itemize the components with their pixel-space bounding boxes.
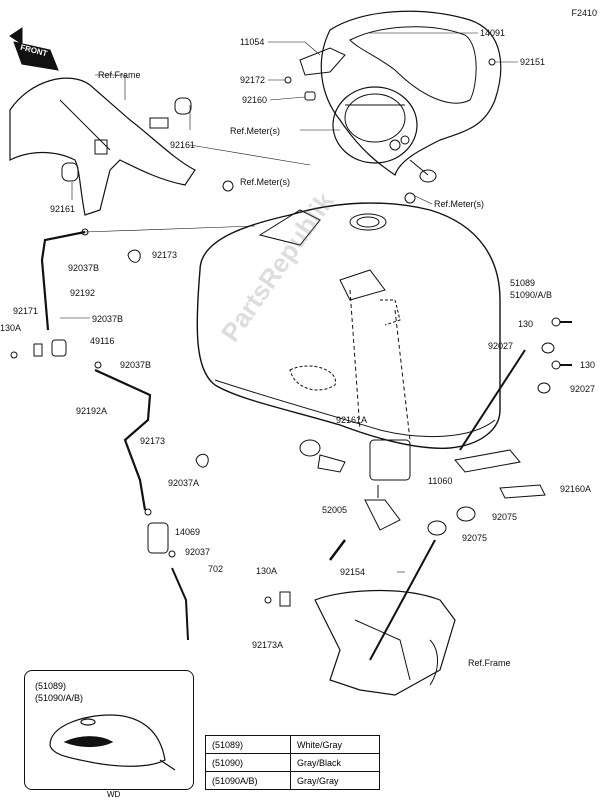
figure-code: F2410 <box>571 8 597 18</box>
part-label-130-b[interactable]: 130 <box>580 360 596 370</box>
meter-cover-shape <box>320 10 502 176</box>
part-label-130a-2[interactable]: 130A <box>256 566 278 576</box>
inset-line-1: (51089) <box>35 681 67 691</box>
fuel-tank-shape <box>196 202 501 449</box>
part-label-92154[interactable]: 92154 <box>340 567 366 577</box>
inset-tank-shape <box>49 714 166 767</box>
part-label-92037b-2[interactable]: 92037B <box>92 314 124 324</box>
drain-hose-92192A <box>94 368 152 511</box>
part-label-11054[interactable]: 11054 <box>240 37 265 47</box>
ref-meter-label-1[interactable]: Ref.Meter(s) <box>230 126 281 136</box>
part-label-92161-b[interactable]: 92161 <box>50 204 76 214</box>
ref-frame-label-2[interactable]: Ref.Frame <box>468 658 511 668</box>
ref-meter-label-2[interactable]: Ref.Meter(s) <box>240 177 291 187</box>
part-label-92037b-1[interactable]: 92037B <box>68 263 100 273</box>
color-table-row: (51090A/B) Gray/Gray <box>205 771 380 790</box>
part-label-92075-a[interactable]: 92075 <box>492 512 518 522</box>
filter-14069 <box>147 522 169 554</box>
part-label-92161-a[interactable]: 92161 <box>170 140 196 150</box>
part-label-14069[interactable]: 14069 <box>175 527 201 537</box>
part-label-92171[interactable]: 92171 <box>13 306 39 316</box>
fuel-pump-shape <box>364 499 401 531</box>
color-code-cell: (51090) <box>205 753 291 772</box>
part-label-14091[interactable]: 14091 <box>480 28 506 38</box>
ref-frame-label-1[interactable]: Ref.Frame <box>98 70 141 80</box>
color-name-cell: White/Gray <box>290 735 380 754</box>
part-label-92173a[interactable]: 92173A <box>252 640 284 650</box>
inset-panel: (51089) (51090/A/B) <box>24 670 194 790</box>
part-label-92037a[interactable]: 92037A <box>168 478 200 488</box>
part-label-92037b-3[interactable]: 92037B <box>120 360 152 370</box>
part-label-49116[interactable]: 49116 <box>90 336 115 346</box>
front-arrow-icon <box>9 27 59 71</box>
part-label-51090ab[interactable]: 51090/A/B <box>510 290 553 300</box>
color-code-cell: (51090A/B) <box>205 771 291 790</box>
inset-caption: WD <box>107 790 121 799</box>
part-label-92075-b[interactable]: 92075 <box>462 533 488 543</box>
part-label-11060[interactable]: 11060 <box>428 476 453 486</box>
ref-meter-label-3[interactable]: Ref.Meter(s) <box>434 199 485 209</box>
inset-line-2: (51090/A/B) <box>35 693 84 703</box>
part-label-92160[interactable]: 92160 <box>242 95 268 105</box>
color-name-cell: Gray/Black <box>290 753 380 772</box>
part-label-92192a[interactable]: 92192A <box>76 406 108 416</box>
color-table-row: (51089) White/Gray <box>205 735 380 754</box>
part-label-92160a[interactable]: 92160A <box>560 484 592 494</box>
meter-body-shape <box>332 86 418 164</box>
part-label-92037[interactable]: 92037 <box>185 547 211 557</box>
color-name-cell: Gray/Gray <box>290 771 380 790</box>
part-label-92151[interactable]: 92151 <box>520 57 546 67</box>
part-label-52005[interactable]: 52005 <box>322 505 348 515</box>
breather-hose-92192 <box>40 230 86 331</box>
color-code-cell: (51089) <box>205 735 291 754</box>
color-table-row: (51090) Gray/Black <box>205 753 380 772</box>
frame-upper-shape <box>9 77 196 216</box>
part-label-702[interactable]: 702 <box>208 564 224 574</box>
part-label-51089[interactable]: 51089 <box>510 278 536 288</box>
part-label-92173-2[interactable]: 92173 <box>140 436 166 446</box>
part-label-92027-a[interactable]: 92027 <box>488 341 514 351</box>
part-label-92173-1[interactable]: 92173 <box>152 250 178 260</box>
part-label-130a-1[interactable]: 130A <box>0 323 22 333</box>
part-label-92172[interactable]: 92172 <box>240 75 266 85</box>
part-label-92192[interactable]: 92192 <box>70 288 96 298</box>
color-table: (51089) White/Gray (51090) Gray/Black (5… <box>205 735 380 790</box>
frame-lower-shape <box>314 589 456 696</box>
part-label-130-a[interactable]: 130 <box>518 319 534 329</box>
part-label-92027-b[interactable]: 92027 <box>570 384 596 394</box>
part-label-92161a[interactable]: 92161A <box>336 415 368 425</box>
